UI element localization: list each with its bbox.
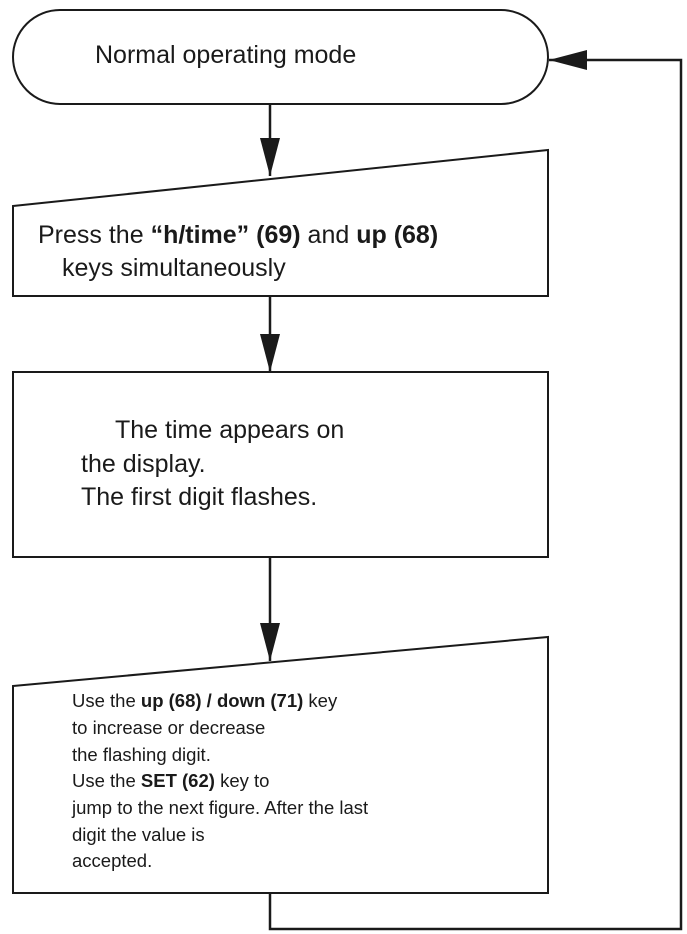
step3-line1-post: key xyxy=(303,690,338,711)
step3-line3: the flashing digit. xyxy=(72,744,211,765)
step2-process-box xyxy=(12,371,549,558)
step2-line3: The first digit flashes. xyxy=(81,483,318,511)
step3-line7: accepted. xyxy=(72,850,153,871)
loop-back-arrow xyxy=(268,49,683,931)
step1-key-up: up (68) xyxy=(356,221,439,249)
step3-line6: digit the value is xyxy=(72,824,205,845)
step3-line4: Use the SET (62) key to xyxy=(72,770,270,791)
start-terminator xyxy=(12,9,549,105)
step1-key-htime: “h/time” (69) xyxy=(150,221,301,249)
step3-line1: Use the up (68) / down (71) key xyxy=(72,690,338,711)
step3-line4-pre: Use the xyxy=(72,770,141,791)
step3-line1-pre: Use the xyxy=(72,690,141,711)
step1-manual-input-box xyxy=(12,148,549,297)
step3-line2: to increase or decrease xyxy=(72,717,266,738)
step2-line2: the display. xyxy=(81,450,206,478)
step3-key-set: SET (62) xyxy=(140,770,215,791)
step3-line5: jump to the next figure. After the last xyxy=(72,797,369,818)
start-terminator-label: Normal operating mode xyxy=(95,41,357,69)
step1-line1-pre: Press the xyxy=(38,221,151,249)
step3-key-up-down: up (68) / down (71) xyxy=(140,690,304,711)
step2-line1: The time appears on xyxy=(115,416,345,444)
step1-line1: Press the “h/time” (69) and up (68) xyxy=(38,223,438,248)
step3-manual-input-box xyxy=(12,635,549,894)
step1-line2: keys simultaneously xyxy=(62,254,286,282)
step1-line1-mid: and xyxy=(300,221,357,249)
step3-line4-post: key to xyxy=(214,770,270,791)
